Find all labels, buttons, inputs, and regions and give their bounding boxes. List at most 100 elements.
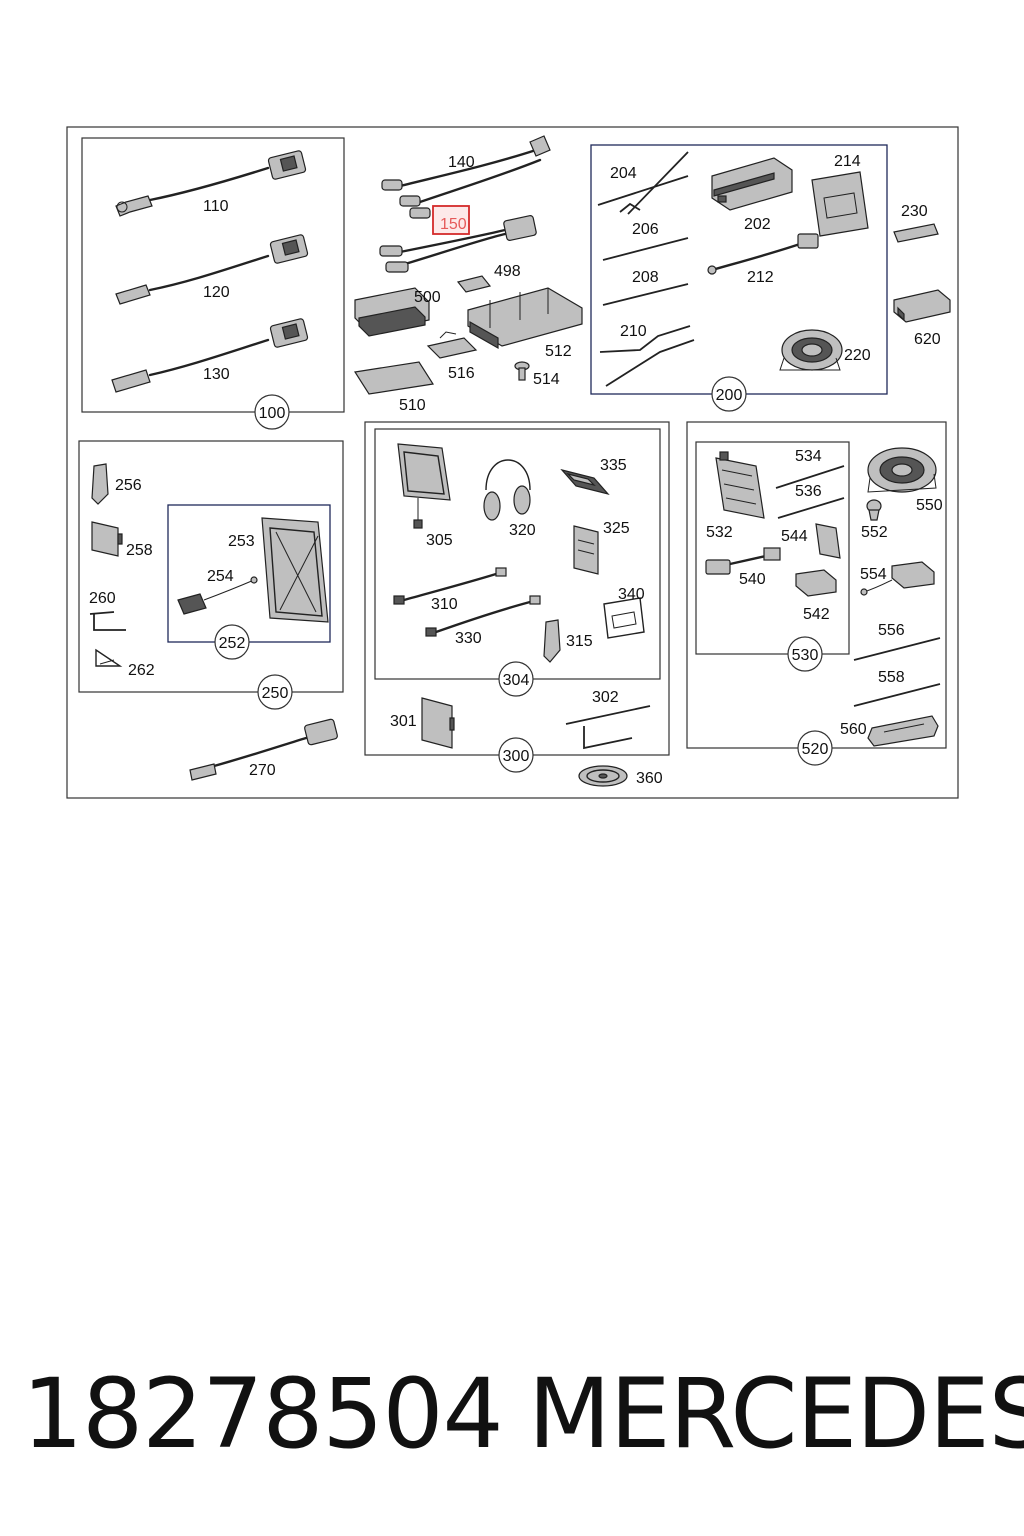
- callout-150[interactable]: 150: [440, 216, 467, 233]
- module-620[interactable]: [893, 289, 951, 323]
- cable-130[interactable]: [111, 318, 309, 393]
- callout-556[interactable]: 556: [878, 622, 905, 639]
- cable-110[interactable]: [115, 150, 307, 217]
- callout-253[interactable]: 253: [228, 533, 255, 550]
- callout-512[interactable]: 512: [545, 343, 572, 360]
- part-315[interactable]: [543, 619, 561, 663]
- cable-140[interactable]: [381, 135, 551, 219]
- bracket-516[interactable]: [426, 331, 478, 359]
- screw-514[interactable]: [514, 361, 530, 381]
- callout-110[interactable]: 110: [203, 198, 229, 215]
- callout-260[interactable]: 260: [89, 590, 116, 607]
- module-554[interactable]: [860, 561, 935, 596]
- callout-220[interactable]: 220: [844, 347, 871, 364]
- wire-208[interactable]: [602, 283, 689, 306]
- callout-212[interactable]: 212: [747, 269, 774, 286]
- manual-340[interactable]: [603, 597, 645, 639]
- cable-150[interactable]: [379, 215, 537, 273]
- bracket-560[interactable]: [867, 715, 939, 747]
- group-label-300[interactable]: 300: [503, 748, 530, 765]
- callout-214[interactable]: 214: [834, 153, 861, 170]
- callout-254[interactable]: 254: [207, 568, 234, 585]
- sensor-254[interactable]: [177, 576, 258, 615]
- callout-140[interactable]: 140: [448, 154, 475, 171]
- group-label-200[interactable]: 200: [716, 387, 743, 404]
- label-262[interactable]: [95, 648, 123, 667]
- callout-360[interactable]: 360: [636, 770, 663, 787]
- module-258[interactable]: [91, 521, 123, 557]
- callout-554[interactable]: 554: [860, 566, 887, 583]
- cable-540[interactable]: [705, 547, 781, 575]
- callout-208[interactable]: 208: [632, 269, 659, 286]
- wire-534[interactable]: [775, 465, 845, 489]
- monitor-305[interactable]: [397, 443, 451, 529]
- bracket-512[interactable]: [467, 287, 583, 350]
- callout-262[interactable]: 262: [128, 662, 155, 679]
- group-label-100[interactable]: 100: [259, 405, 286, 422]
- callout-516[interactable]: 516: [448, 365, 475, 382]
- callout-330[interactable]: 330: [455, 630, 482, 647]
- module-325[interactable]: [573, 525, 599, 575]
- callout-540[interactable]: 540: [739, 571, 766, 588]
- callout-130[interactable]: 130: [203, 366, 230, 383]
- wire-558[interactable]: [853, 683, 941, 707]
- module-544[interactable]: [815, 523, 841, 559]
- callout-544[interactable]: 544: [781, 528, 808, 545]
- callout-534[interactable]: 534: [795, 448, 822, 465]
- callout-558[interactable]: 558: [878, 669, 905, 686]
- wire-206[interactable]: [602, 237, 689, 261]
- callout-560[interactable]: 560: [840, 721, 867, 738]
- callout-302[interactable]: 302: [592, 689, 619, 706]
- amplifier-532[interactable]: [715, 451, 765, 519]
- callout-230[interactable]: 230: [901, 203, 928, 220]
- callout-301[interactable]: 301: [390, 713, 417, 730]
- cable-330[interactable]: [425, 595, 541, 637]
- cable-270[interactable]: [189, 718, 338, 781]
- group-label-252[interactable]: 252: [219, 635, 246, 652]
- callout-120[interactable]: 120: [203, 284, 230, 301]
- callout-310[interactable]: 310: [431, 596, 458, 613]
- group-label-530[interactable]: 530: [792, 647, 819, 664]
- wire-536[interactable]: [777, 497, 845, 519]
- manual-214[interactable]: [811, 171, 869, 237]
- group-label-520[interactable]: 520: [802, 741, 829, 758]
- wire-556[interactable]: [853, 637, 941, 661]
- module-202[interactable]: [711, 157, 793, 211]
- module-542[interactable]: [795, 569, 837, 597]
- headphones-320[interactable]: [483, 459, 531, 521]
- clip-552[interactable]: [866, 499, 882, 521]
- frame-253[interactable]: [261, 517, 329, 623]
- module-500[interactable]: [354, 287, 430, 337]
- group-label-250[interactable]: 250: [262, 685, 289, 702]
- callout-620[interactable]: 620: [914, 331, 941, 348]
- callout-315[interactable]: 315: [566, 633, 593, 650]
- callout-258[interactable]: 258: [126, 542, 153, 559]
- callout-498[interactable]: 498: [494, 263, 521, 280]
- card-498[interactable]: [456, 275, 492, 293]
- part-256[interactable]: [91, 463, 109, 505]
- callout-514[interactable]: 514: [533, 371, 560, 388]
- wire-210[interactable]: [599, 325, 695, 387]
- callout-325[interactable]: 325: [603, 520, 630, 537]
- group-label-304[interactable]: 304: [503, 672, 530, 689]
- callout-340[interactable]: 340: [618, 586, 645, 603]
- callout-256[interactable]: 256: [115, 477, 142, 494]
- speaker-220[interactable]: [779, 329, 843, 371]
- callout-204[interactable]: 204: [610, 165, 637, 182]
- module-301[interactable]: [421, 697, 455, 749]
- callout-536[interactable]: 536: [795, 483, 822, 500]
- speaker-550[interactable]: [867, 447, 937, 493]
- callout-335[interactable]: 335: [600, 457, 627, 474]
- callout-206[interactable]: 206: [632, 221, 659, 238]
- disc-360[interactable]: [578, 765, 628, 787]
- wire-302[interactable]: [565, 705, 651, 750]
- usb-stick-230[interactable]: [893, 223, 939, 243]
- callout-532[interactable]: 532: [706, 524, 733, 541]
- callout-270[interactable]: 270: [249, 762, 276, 779]
- callout-500[interactable]: 500: [414, 289, 441, 306]
- cable-310[interactable]: [393, 567, 507, 605]
- callout-552[interactable]: 552: [861, 524, 888, 541]
- remote-335[interactable]: [560, 468, 610, 496]
- callout-210[interactable]: 210: [620, 323, 647, 340]
- callout-305[interactable]: 305: [426, 532, 453, 549]
